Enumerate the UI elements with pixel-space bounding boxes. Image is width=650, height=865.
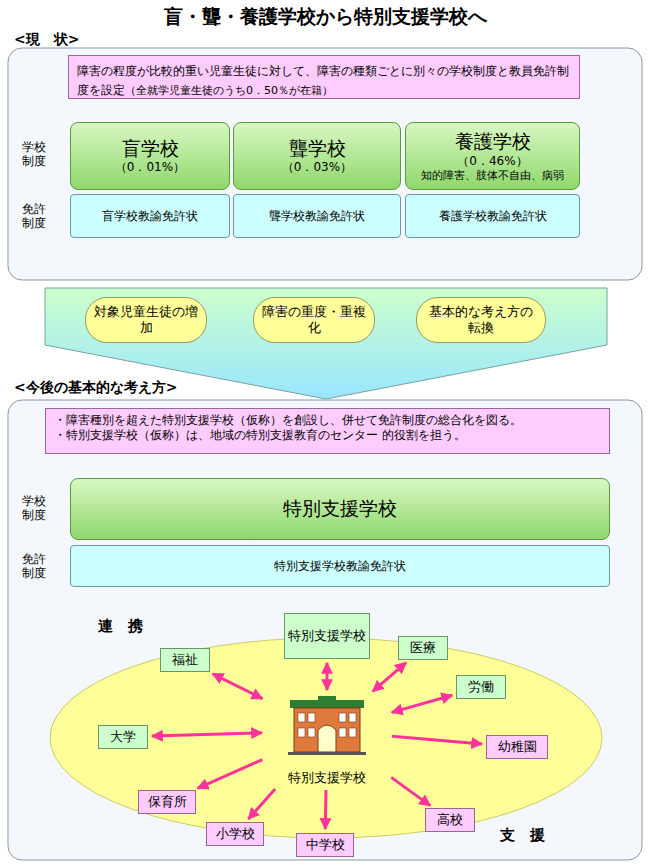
box-subtext: （0．01%）	[115, 160, 185, 175]
side-label: 免許制度	[22, 202, 46, 231]
connector-arrow	[392, 695, 452, 712]
text-box: 基本的な考え方の転換	[416, 297, 546, 343]
connector-arrow	[213, 674, 263, 699]
text-box: 盲学校教諭免許状	[70, 194, 230, 238]
text-box: 小学校	[206, 822, 264, 846]
box-text: 特別支援学校	[283, 497, 397, 521]
box-text: 養護学校教諭免許状	[439, 209, 547, 224]
school-building-icon	[288, 696, 366, 755]
box-text: 聾学校教諭免許状	[269, 209, 365, 224]
text-box: 福祉	[160, 648, 210, 672]
text-box: 医療	[398, 636, 448, 660]
connector-arrow	[198, 760, 263, 789]
box-subtext: （0．46%）	[457, 154, 527, 169]
box-text: 医療	[410, 640, 436, 656]
text-box: 大学	[98, 725, 148, 749]
box-text: 盲学校教諭免許状	[102, 209, 198, 224]
connector-arrow	[391, 777, 430, 805]
text-box: 保育所	[138, 790, 196, 814]
box-text: 特別支援学校	[288, 628, 366, 644]
connector-arrow	[326, 663, 329, 690]
text-box: 高校	[425, 808, 475, 832]
text-box: 中学校	[296, 833, 354, 857]
box-text: 障害の重度・重複化	[262, 304, 366, 337]
text-box: 養護学校（0．46%）知的障害、肢体不自由、病弱	[405, 122, 580, 190]
connector-arrow	[248, 789, 275, 819]
text-box: 聾学校（0．03%）	[233, 122, 401, 190]
text-box: 特別支援学校	[266, 694, 388, 786]
box-text: 特別支援学校	[288, 770, 366, 786]
box-text: 基本的な考え方の転換	[425, 304, 537, 337]
box-subtext: 知的障害、肢体不自由、病弱	[421, 169, 564, 183]
text-box: 聾学校教諭免許状	[233, 194, 401, 238]
side-label: 免許制度	[22, 552, 46, 581]
box-text: 対象児童生徒の増加	[94, 304, 198, 337]
box-text: 聾学校	[289, 137, 346, 161]
box-text: 中学校	[306, 837, 345, 853]
box-text: <今後の基本的な考え方>	[14, 379, 177, 397]
box-text: 労働	[468, 679, 494, 695]
side-label: 支 援	[500, 826, 545, 844]
text-box: 障害の程度が比較的重い児童生徒に対して、障害の種類ごとに別々の学校制度と教員免許…	[68, 55, 580, 99]
text-box: 盲学校（0．01%）	[70, 122, 230, 190]
text-box: 特別支援学校教諭免許状	[70, 545, 610, 587]
text-box: 労働	[456, 675, 506, 699]
box-text: 盲学校	[122, 137, 179, 161]
diagram-title: 盲・聾・養護学校から特別支援学校へ	[0, 4, 650, 30]
box-text: 幼稚園	[498, 739, 537, 755]
box-text: 特別支援学校教諭免許状	[274, 559, 406, 574]
connector-arrow	[373, 663, 406, 692]
box-text: 福祉	[172, 652, 198, 668]
box-text: 大学	[110, 729, 136, 745]
text-box: 対象児童生徒の増加	[85, 297, 207, 343]
box-text: 高校	[437, 812, 463, 828]
text-box: ・障害種別を超えた特別支援学校（仮称）を創設し、併せて免許制度の総合化を図る。・…	[45, 408, 610, 454]
side-label: 学校制度	[22, 140, 46, 169]
side-label: 連 携	[98, 617, 143, 635]
box-text: <現 状>	[14, 31, 79, 49]
future-panel-frame	[8, 400, 642, 860]
connector-arrow	[324, 790, 328, 829]
text-box: 特別支援学校	[284, 613, 370, 659]
current-panel-frame	[8, 48, 642, 280]
box-text: 養護学校	[455, 130, 531, 154]
connector-arrow	[392, 736, 482, 744]
network-ellipse	[50, 638, 602, 838]
panel-group: <現 状> 障害の程度が比較的重い児童生徒に対して、障害の種類ごとに別々の学校制度…	[8, 30, 642, 282]
text-box: 障害の重度・重複化	[253, 297, 375, 343]
text-box: 幼稚園	[486, 735, 548, 759]
box-text: 小学校	[216, 826, 255, 842]
text-box: 特別支援学校	[70, 478, 610, 540]
box-text: 保育所	[148, 794, 187, 810]
box-text: ・障害種別を超えた特別支援学校（仮称）を創設し、併せて免許制度の総合化を図る。	[54, 413, 601, 428]
box-subtext: （全就学児童生徒のうち0．50％が在籍）	[125, 84, 333, 97]
text-box: 養護学校教諭免許状	[405, 194, 580, 238]
box-subtext: ・特別支援学校（仮称）は、地域の特別支援教育のセンター 的役割を担う。	[54, 428, 601, 443]
connector-arrow	[152, 733, 262, 736]
box-subtext: （0．03%）	[282, 160, 352, 175]
side-label: 学校制度	[22, 494, 46, 523]
